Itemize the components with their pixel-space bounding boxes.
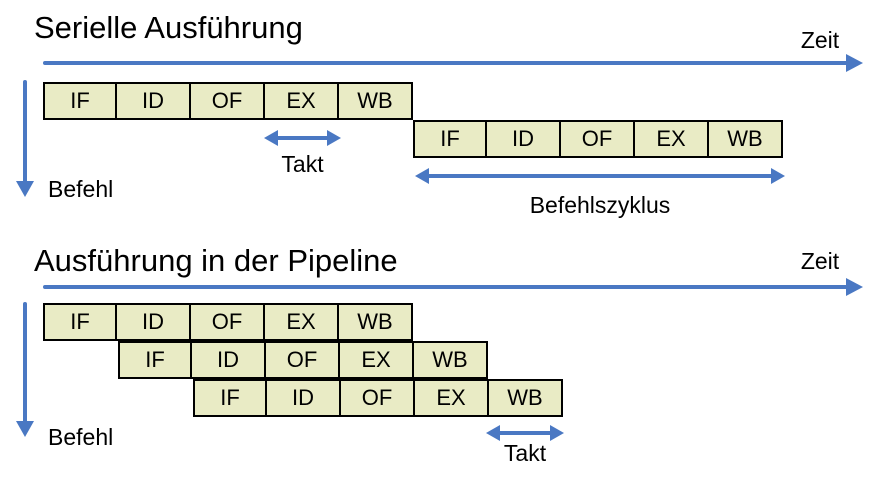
arrow-right-head-icon (771, 168, 785, 184)
stage-cell: OF (341, 379, 415, 417)
stage-cell: EX (265, 82, 339, 120)
arrow-shaft (43, 61, 848, 65)
stage-cell: EX (635, 120, 709, 158)
stage-cell: EX (265, 303, 339, 341)
arrow-shaft (498, 431, 552, 435)
stage-cell: ID (117, 82, 191, 120)
stage-cell: IF (43, 303, 117, 341)
serial-instruction-axis-label: Befehl (48, 176, 114, 202)
stage-cell: IF (193, 379, 267, 417)
arrow-shaft (23, 302, 27, 423)
arrow-left-head-icon (415, 168, 429, 184)
stage-cell: IF (413, 120, 487, 158)
arrow-shaft (43, 285, 848, 289)
stage-cell: IF (43, 82, 117, 120)
pipeline-time-axis-label: Zeit (800, 248, 840, 274)
arrow-left-head-icon (264, 130, 278, 146)
stage-cell: OF (561, 120, 635, 158)
serial-time-axis-label: Zeit (800, 27, 840, 53)
arrow-right-head-icon (846, 278, 863, 296)
stage-cell: ID (117, 303, 191, 341)
arrow-shaft (23, 80, 27, 183)
stage-cell: WB (489, 379, 563, 417)
stage-cell: ID (487, 120, 561, 158)
pipeline-clock-label: Takt (503, 440, 547, 466)
stage-cell: WB (339, 303, 413, 341)
arrow-down-head-icon (16, 421, 34, 437)
stage-cell: OF (191, 82, 265, 120)
stage-cell: ID (192, 341, 266, 379)
arrow-left-head-icon (486, 425, 500, 441)
stage-cell: ID (267, 379, 341, 417)
serial-cycle-label: Befehlszyklus (529, 192, 671, 218)
pipeline-instruction-axis-label: Befehl (48, 424, 114, 450)
arrow-shaft (276, 136, 329, 140)
stage-cell: EX (415, 379, 489, 417)
stage-cell: OF (191, 303, 265, 341)
pipeline-instruction1-row: IF ID OF EX WB (43, 303, 413, 341)
pipeline-instruction2-row: IF ID OF EX WB (118, 341, 488, 379)
arrow-down-head-icon (16, 181, 34, 197)
serial-clock-label: Takt (281, 151, 324, 177)
stage-cell: IF (118, 341, 192, 379)
stage-cell: WB (414, 341, 488, 379)
serial-instruction1-row: IF ID OF EX WB (43, 82, 413, 120)
stage-cell: WB (339, 82, 413, 120)
stage-cell: EX (340, 341, 414, 379)
stage-cell: WB (709, 120, 783, 158)
serial-instruction2-row: IF ID OF EX WB (413, 120, 783, 158)
pipeline-section-title: Ausführung in der Pipeline (34, 243, 398, 278)
pipeline-instruction3-row: IF ID OF EX WB (193, 379, 563, 417)
arrow-right-head-icon (846, 54, 863, 72)
arrow-right-head-icon (327, 130, 341, 146)
arrow-shaft (427, 174, 773, 178)
arrow-right-head-icon (550, 425, 564, 441)
serial-section-title: Serielle Ausführung (34, 10, 303, 45)
stage-cell: OF (266, 341, 340, 379)
